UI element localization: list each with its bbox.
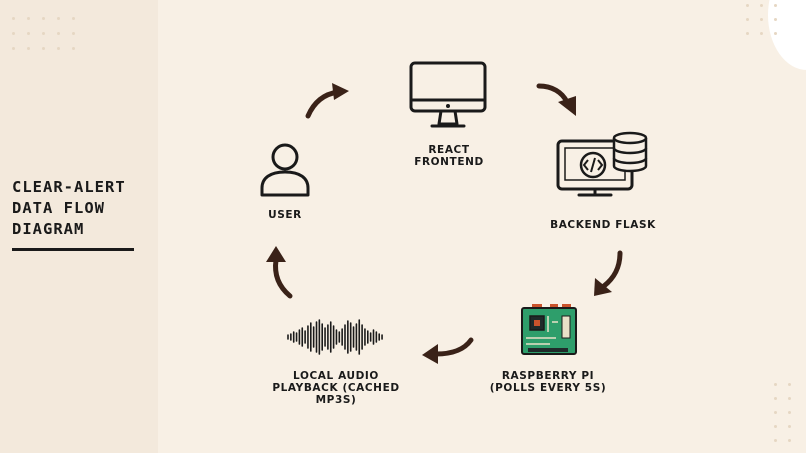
decorative-dot — [788, 439, 791, 442]
code-monitor-database-icon — [556, 131, 648, 197]
arrow-raspberry-to-audio — [422, 337, 474, 364]
user-icon — [260, 143, 310, 197]
title-line-3: DIAGRAM — [12, 220, 85, 238]
decorative-dot — [760, 32, 763, 35]
decorative-dot — [788, 411, 791, 414]
backend-flask-label: BACKEND FLASK — [550, 219, 656, 231]
decorative-dot — [746, 4, 749, 7]
arrow-audio-to-user — [266, 246, 293, 299]
decorative-dot — [27, 17, 30, 20]
decorative-dot — [774, 383, 777, 386]
arrow-frontend-to-backend — [536, 83, 576, 116]
decorative-dot — [774, 4, 777, 7]
decorative-dot — [27, 32, 30, 35]
title-line-1: CLEAR-ALERT — [12, 178, 126, 196]
decorative-dot — [774, 397, 777, 400]
decorative-dot — [27, 47, 30, 50]
decorative-dot — [774, 439, 777, 442]
decorative-dot — [42, 17, 45, 20]
decorative-dot — [42, 32, 45, 35]
corner-decoration — [768, 0, 806, 70]
decorative-dot — [746, 18, 749, 21]
arrow-user-to-frontend — [305, 83, 349, 119]
decorative-dot — [774, 18, 777, 21]
decorative-dot — [774, 32, 777, 35]
left-panel — [0, 0, 158, 453]
circuit-board-icon — [521, 304, 577, 355]
react-frontend-label: REACT FRONTEND — [414, 144, 484, 168]
decorative-dot — [774, 411, 777, 414]
local-audio-label: LOCAL AUDIO PLAYBACK (CACHED MP3S) — [272, 370, 400, 406]
decorative-dot — [774, 425, 777, 428]
decorative-dot — [42, 47, 45, 50]
diagram-title: CLEAR-ALERT DATA FLOW DIAGRAM — [12, 177, 126, 240]
decorative-dot — [57, 32, 60, 35]
decorative-dot — [12, 32, 15, 35]
decorative-dot — [72, 17, 75, 20]
title-underline — [12, 248, 134, 251]
decorative-dot — [12, 17, 15, 20]
decorative-dot — [788, 397, 791, 400]
decorative-dot — [57, 17, 60, 20]
user-label: USER — [268, 209, 302, 221]
arrow-backend-to-raspberry — [594, 250, 623, 296]
decorative-dot — [12, 47, 15, 50]
raspberry-pi-label: RASPBERRY PI (POLLS EVERY 5S) — [489, 370, 607, 394]
decorative-dot — [788, 383, 791, 386]
decorative-dot — [72, 47, 75, 50]
title-line-2: DATA FLOW — [12, 199, 105, 217]
decorative-dot — [788, 425, 791, 428]
audio-waveform-icon — [287, 319, 383, 355]
decorative-dot — [746, 32, 749, 35]
decorative-dot — [760, 18, 763, 21]
desktop-monitor-icon — [409, 61, 487, 128]
decorative-dot — [760, 4, 763, 7]
decorative-dot — [72, 32, 75, 35]
decorative-dot — [57, 47, 60, 50]
